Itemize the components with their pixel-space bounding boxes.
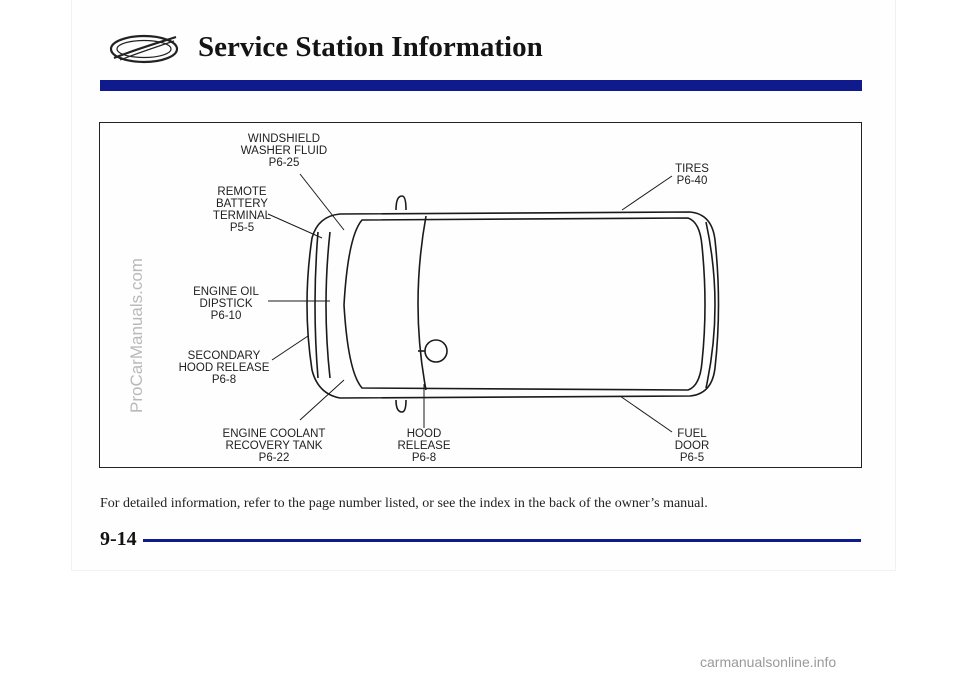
manual-page: [72, 0, 895, 570]
label-hood-release: HOOD RELEASE P6-8: [397, 428, 451, 464]
diagram-frame: [99, 122, 862, 468]
bottom-watermark: carmanualsonline.info: [700, 654, 837, 670]
page-number: 9-14: [100, 528, 137, 550]
oldsmobile-rocket-emblem-icon: [109, 34, 179, 64]
side-watermark: ProCarManuals.com: [127, 258, 146, 413]
label-fuel-door: FUEL DOOR P6-5: [674, 428, 710, 464]
footer-rule: [143, 539, 861, 542]
label-windshield-washer-fluid: WINDSHIELD WASHER FLUID P6-25: [240, 133, 328, 169]
label-engine-oil-dipstick: ENGINE OIL DIPSTICK P6-10: [193, 286, 259, 322]
label-engine-coolant-recovery-tank: ENGINE COOLANT RECOVERY TANK P6-22: [222, 428, 326, 464]
diagram-caption: For detailed information, refer to the p…: [100, 496, 708, 511]
label-tires: TIRES P6-40: [675, 163, 709, 187]
label-secondary-hood-release: SECONDARY HOOD RELEASE P6-8: [178, 350, 270, 386]
header-rule: [100, 80, 862, 91]
page-title: Service Station Information: [198, 31, 543, 63]
label-remote-battery-terminal: REMOTE BATTERY TERMINAL P5-5: [212, 186, 272, 234]
